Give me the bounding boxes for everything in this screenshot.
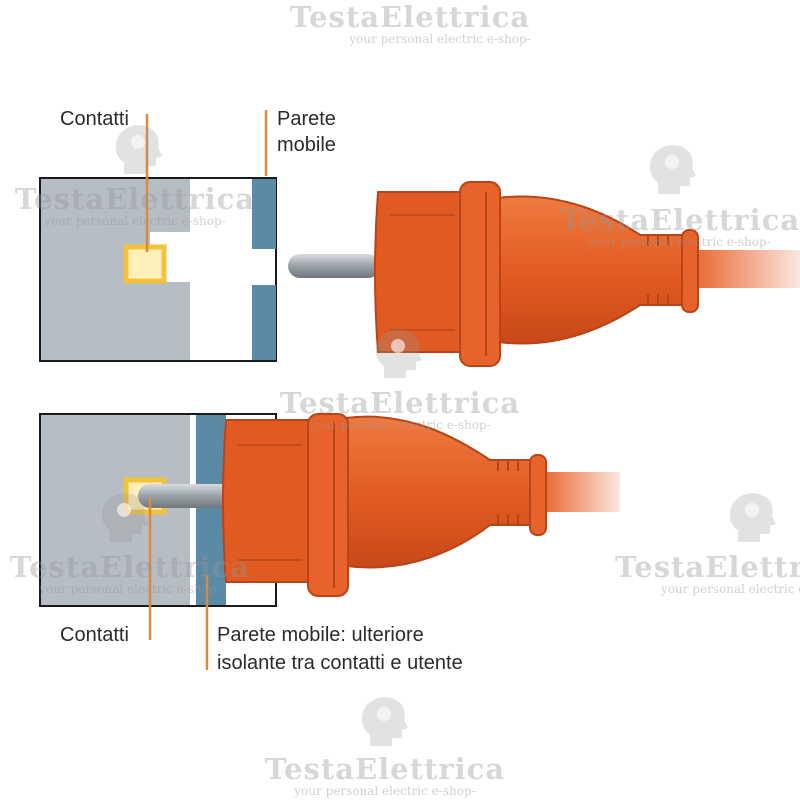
top-socket <box>39 177 277 362</box>
top-plug <box>288 181 800 367</box>
bottom-plug-grip <box>345 415 541 569</box>
top-plug-cable <box>690 250 800 288</box>
bottom-socket-body <box>41 415 190 605</box>
top-movable-wall-upper <box>252 179 276 249</box>
top-contacts-label: Contatti <box>60 108 129 130</box>
top-plug-strain-relief <box>681 229 699 313</box>
top-wall-label-line1: Parete <box>277 108 336 130</box>
top-plug-collar <box>459 181 501 367</box>
bottom-plug-cable <box>540 472 620 512</box>
bottom-plug-ridges <box>497 461 519 524</box>
bottom-plug <box>138 413 620 597</box>
bottom-contacts-label: Contatti <box>60 624 129 646</box>
top-plug-face <box>374 191 471 353</box>
top-contact <box>123 244 167 284</box>
top-wall-label-line2: mobile <box>277 134 336 156</box>
top-plug-pin <box>288 254 380 278</box>
bottom-movable-wall <box>196 415 226 605</box>
bottom-wall-label-line2: isolante tra contatti e utente <box>217 652 463 674</box>
bottom-wall-label-line1: Parete mobile: ulteriore <box>217 624 424 646</box>
top-movable-wall-lower <box>252 285 276 360</box>
bottom-plug-collar <box>307 413 349 597</box>
leader-lines <box>145 110 268 670</box>
bottom-socket-gap <box>190 415 196 605</box>
top-plug-ridges <box>647 236 669 304</box>
top-plug-grip <box>497 195 691 345</box>
bottom-plug-pin <box>138 484 238 508</box>
bottom-plug-strain-relief <box>529 454 547 536</box>
bottom-plug-face <box>222 419 319 583</box>
